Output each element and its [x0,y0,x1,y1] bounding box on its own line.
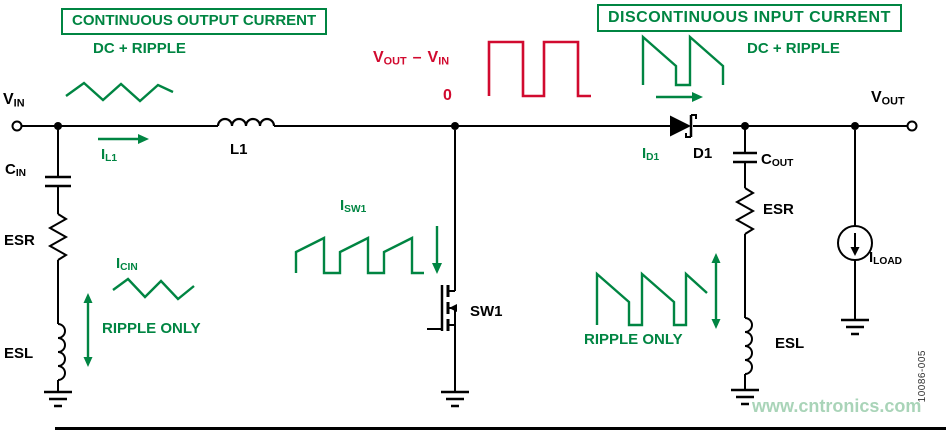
cin-label: CIN [5,161,27,180]
ground-right-icon [731,388,759,406]
resistor-esr-left [47,213,69,261]
wire-sw1-drain [448,130,456,292]
ground-sw1-icon [441,390,469,408]
waveform-id1 [641,34,725,87]
inductor-esl-right [744,317,753,375]
ripple-only-label-left: RIPPLE ONLY [102,320,201,337]
inductor-esl-left [57,323,66,381]
capacitor-cin [45,175,71,188]
ground-left-icon [44,390,72,408]
esr-right-label: ESR [763,201,794,218]
isw1-label: ISW1 [340,197,367,216]
mosfet-body-arrow [449,304,457,312]
il1-arrowhead [138,134,149,144]
zero-level-label: 0 [443,87,452,104]
dc-ripple-label-right: DC + RIPPLE [747,40,840,57]
circuit-fills [54,115,860,312]
icin-arrowhead-down [83,357,93,367]
iload-arrowhead [850,247,860,256]
waveform-icout-ripple [595,271,708,327]
icout-arrowhead-down [711,319,721,329]
junction-dot [451,122,459,130]
id1-label: ID1 [642,145,660,164]
watermark: www.cntronics.com [752,396,922,416]
iload-label: ILOAD [869,249,903,268]
il1-label: IL1 [101,146,118,165]
waveform-isw1 [294,236,424,275]
vout-terminal [906,120,918,132]
ripple-only-label-right: RIPPLE ONLY [584,331,683,348]
figure-number: 10086-005 [917,350,928,403]
waveform-input-ripple [65,81,174,103]
junction-dot [741,122,749,130]
ground-iload-icon [841,318,869,336]
vin-terminal [11,120,23,132]
icout-arrowhead-up [711,253,721,263]
esr-left-label: ESR [4,232,35,249]
vin-label: VIN [3,91,25,110]
junction-dot [54,122,62,130]
diode-schottky-hooks [685,114,697,138]
waveform-icin-ripple [112,277,195,301]
waveform-switch-node-voltage [487,40,591,98]
d1-label: D1 [693,145,713,162]
discontinuous-current-callout: DISCONTINUOUS INPUT CURRENT [597,4,902,32]
icin-arrowhead-up [83,293,93,303]
continuous-current-callout: CONTINUOUS OUTPUT CURRENT [61,8,328,35]
id1-arrowhead [692,92,703,102]
icin-label: ICIN [116,255,138,274]
junction-dot [851,122,859,130]
inductor-l1 [216,117,276,127]
esl-left-label: ESL [4,345,34,362]
switch-node-voltage-label: VOUT–VIN [373,49,450,68]
sw1-label: SW1 [470,303,503,320]
cout-label: COUT [761,151,794,170]
capacitor-cout [733,151,757,164]
green-arrowheads [83,92,721,367]
figure-bottom-rule [55,427,946,430]
diode-d1-icon [670,115,691,137]
dc-ripple-label-left: DC + RIPPLE [93,40,186,57]
green-waveforms [65,34,725,358]
isw1-arrowhead [432,263,442,274]
vout-label: VOUT [871,89,905,108]
l1-label: L1 [230,141,248,158]
esl-right-label: ESL [775,335,805,352]
resistor-esr-right [734,187,756,235]
